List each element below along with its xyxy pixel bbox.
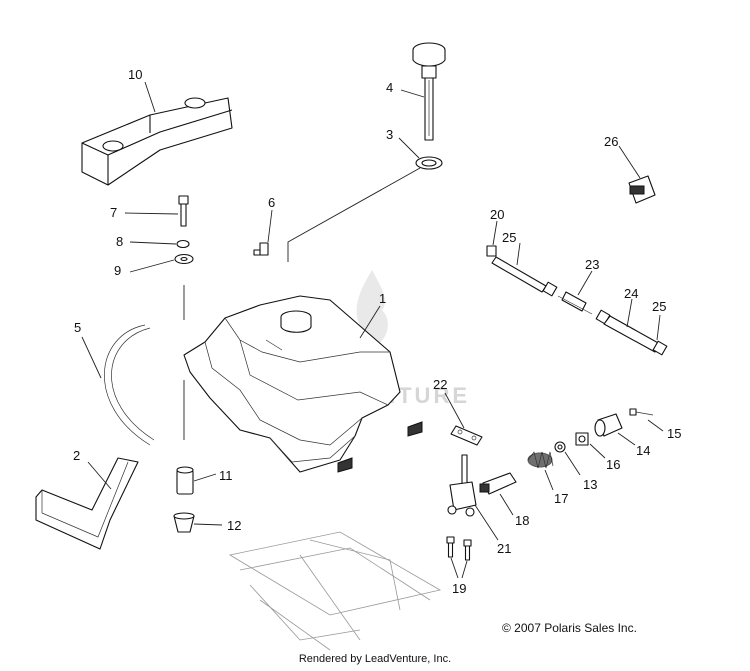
callout-26: 26	[604, 134, 618, 149]
callout-10: 10	[128, 67, 142, 82]
part-5-hose	[104, 324, 155, 446]
rendered-by-text: Rendered by LeadVenture, Inc.	[298, 653, 452, 665]
callout-15: 15	[667, 426, 681, 441]
part-18-lever	[479, 472, 517, 495]
part-12-grommet	[173, 512, 195, 533]
frame-chassis	[228, 531, 442, 651]
callout-25a: 25	[502, 230, 516, 245]
part-8-lockwasher	[176, 239, 190, 249]
callout-8: 8	[116, 234, 123, 249]
part-25-hose-left	[491, 256, 558, 297]
callout-18: 18	[515, 513, 529, 528]
part-23-filter	[557, 291, 593, 315]
callout-5: 5	[74, 320, 81, 335]
callout-21: 21	[497, 541, 511, 556]
part-20-cap	[486, 245, 497, 257]
part-9-washer	[174, 253, 194, 265]
callout-11: 11	[219, 468, 233, 483]
part-4-fuel-cap	[412, 42, 446, 141]
part-17-spring	[527, 451, 554, 469]
part-13-washer	[554, 441, 566, 453]
part-7-bolt	[178, 195, 189, 227]
callout-16: 16	[606, 457, 620, 472]
callout-12: 12	[227, 518, 241, 533]
part-10-bracket	[81, 97, 233, 186]
callout-7: 7	[110, 205, 117, 220]
part-1-fuel-tank	[183, 295, 423, 473]
callout-17: 17	[554, 491, 568, 506]
part-2-pad	[35, 457, 139, 550]
callout-14: 14	[636, 443, 650, 458]
part-6-fitting	[253, 242, 269, 256]
part-11-spacer	[176, 466, 194, 495]
callout-19: 19	[452, 581, 466, 596]
callout-24: 24	[624, 286, 638, 301]
part-14-knob	[594, 413, 623, 437]
part-21-valve	[447, 454, 477, 517]
callout-6: 6	[268, 195, 275, 210]
part-22-plate	[450, 425, 483, 446]
callout-2: 2	[73, 448, 80, 463]
callout-1: 1	[379, 291, 386, 306]
part-26-clip	[628, 175, 656, 204]
callout-20: 20	[490, 207, 504, 222]
part-3-gasket	[415, 156, 443, 170]
part-16-bushing	[575, 432, 589, 446]
part-15-screw	[629, 408, 654, 416]
part-24-hose-right	[595, 309, 668, 356]
part-19-screws	[446, 536, 472, 561]
callout-25b: 25	[652, 299, 666, 314]
callout-13: 13	[583, 477, 597, 492]
callout-3: 3	[386, 127, 393, 142]
callout-9: 9	[114, 263, 121, 278]
callout-23: 23	[585, 257, 599, 272]
copyright-text: © 2007 Polaris Sales Inc.	[502, 621, 637, 635]
callout-4: 4	[386, 80, 393, 95]
callout-22: 22	[433, 377, 447, 392]
